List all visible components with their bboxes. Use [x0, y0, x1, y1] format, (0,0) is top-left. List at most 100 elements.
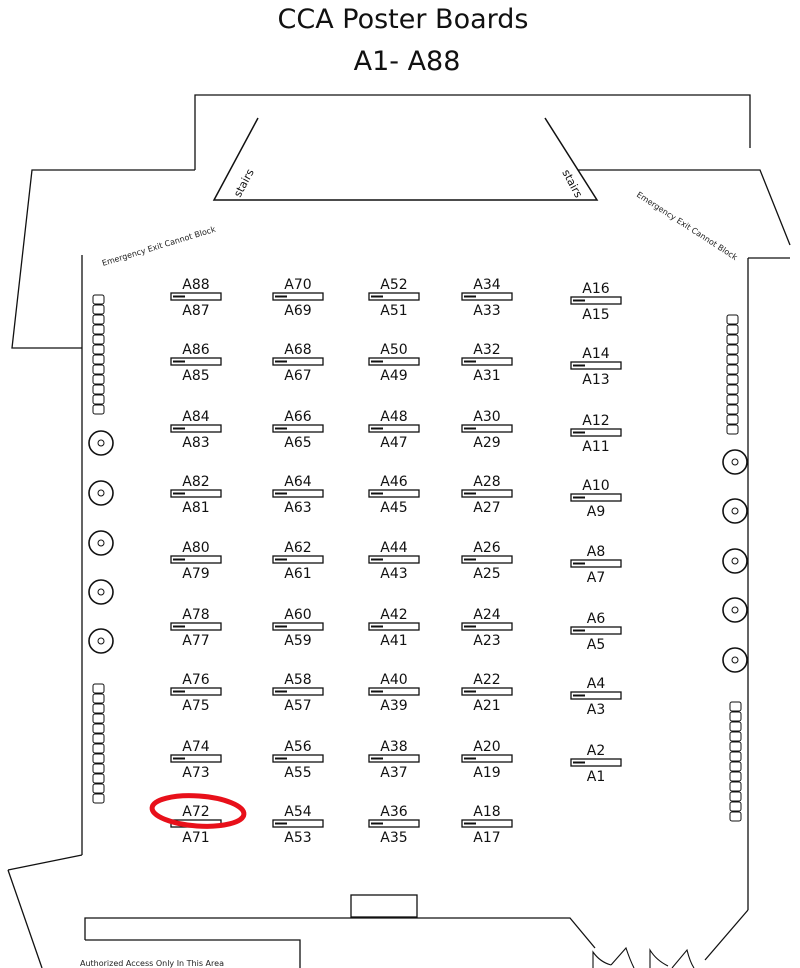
board-bar — [170, 489, 222, 498]
round-table — [722, 449, 748, 475]
board-bar — [570, 428, 622, 437]
board-label-top: A50 — [380, 342, 407, 358]
board-label-top: A72 — [182, 804, 209, 820]
board-label-bottom: A39 — [380, 698, 407, 714]
board-label-top: A48 — [380, 409, 407, 425]
board-label-top: A76 — [182, 672, 209, 688]
board-label-top: A64 — [284, 474, 311, 490]
board-label-bottom: A23 — [473, 633, 500, 649]
board-bar — [170, 424, 222, 433]
board-label-bottom: A31 — [473, 368, 500, 384]
board-bar — [170, 357, 222, 366]
board-bar — [272, 819, 324, 828]
chair — [92, 294, 105, 305]
seating — [88, 294, 748, 822]
board-label-bottom: A53 — [284, 830, 311, 846]
table-center — [97, 489, 105, 497]
board-label-top: A40 — [380, 672, 407, 688]
authorized-access-label: Authorized Access Only In This Area — [80, 959, 224, 968]
board-label-bottom: A87 — [182, 303, 209, 319]
board-label-top: A54 — [284, 804, 311, 820]
board-label-top: A82 — [182, 474, 209, 490]
emergency-exit-left-label: Emergency Exit Cannot Block — [101, 225, 217, 268]
walls — [7, 94, 791, 968]
board-label-top: A58 — [284, 672, 311, 688]
chair — [92, 773, 105, 784]
board-label-bottom: A61 — [284, 566, 311, 582]
board-label-top: A28 — [473, 474, 500, 490]
board-label-top: A14 — [582, 346, 609, 362]
chair — [92, 384, 105, 395]
table-center — [731, 557, 739, 565]
chair — [729, 761, 742, 772]
board-bar — [272, 489, 324, 498]
board-label-top: A26 — [473, 540, 500, 556]
board-label-bottom: A51 — [380, 303, 407, 319]
board-bar — [570, 758, 622, 767]
chair — [92, 743, 105, 754]
chair — [729, 811, 742, 822]
board-bar — [570, 626, 622, 635]
round-table — [88, 579, 114, 605]
chair — [729, 751, 742, 762]
board-label-top: A60 — [284, 607, 311, 623]
board-label-bottom: A25 — [473, 566, 500, 582]
table-center — [97, 588, 105, 596]
stairs-right-label: stairs — [559, 167, 585, 200]
highlight-layer — [149, 793, 247, 829]
board-label-top: A20 — [473, 739, 500, 755]
board-label-bottom: A5 — [587, 637, 605, 653]
chair — [92, 683, 105, 694]
chair — [92, 324, 105, 335]
chair — [729, 721, 742, 732]
chair — [726, 334, 739, 345]
board-bar — [461, 687, 513, 696]
chair — [726, 404, 739, 415]
chair — [726, 344, 739, 355]
chair — [92, 314, 105, 325]
